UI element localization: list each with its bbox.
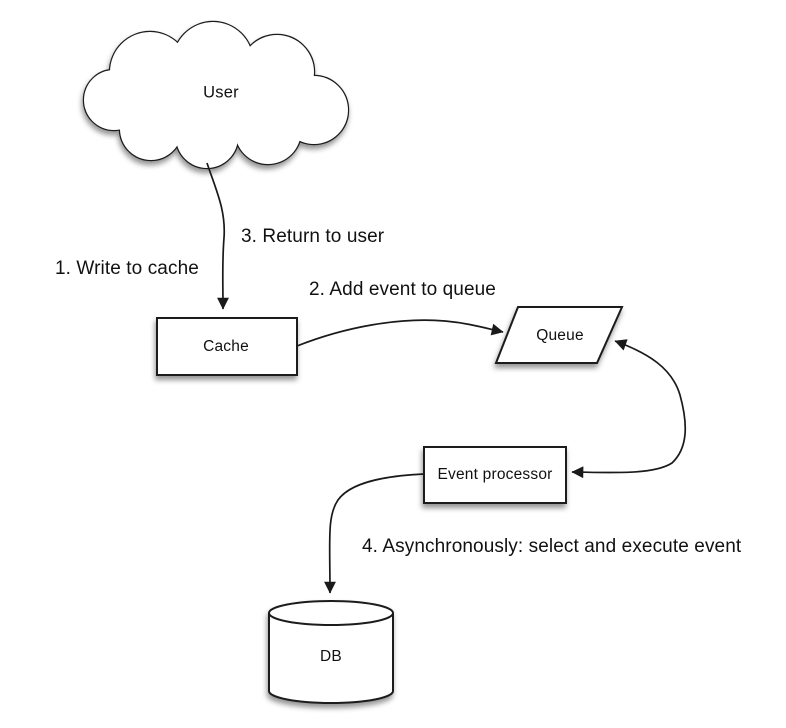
cloud-inner-cover xyxy=(110,69,310,131)
event-processor-box-shape xyxy=(423,446,567,504)
user-node-label: User xyxy=(203,83,239,102)
arrow-user-cache xyxy=(206,162,229,310)
event-processor-node-label: Event processor xyxy=(437,466,553,483)
cache-box-shape xyxy=(156,317,298,376)
cache-node-label: Cache xyxy=(203,338,249,355)
db-node-label: DB xyxy=(320,648,342,665)
arrow-event-processor-db xyxy=(324,473,425,594)
step-3-return-to-user-label: 3. Return to user xyxy=(241,226,385,247)
arrow-cache-queue xyxy=(296,319,504,347)
step-2-add-event-to-queue-label: 2. Add event to queue xyxy=(309,279,496,300)
queue-node-label: Queue xyxy=(536,327,584,344)
step-4-asynchronously-label: 4. Asynchronously: select and execute ev… xyxy=(362,536,742,557)
arrow-queue-event-processor xyxy=(571,339,687,479)
step-1-write-to-cache-label: 1. Write to cache xyxy=(55,258,199,279)
db-cylinder-shape xyxy=(268,600,394,705)
user-cloud-shape xyxy=(82,20,350,170)
